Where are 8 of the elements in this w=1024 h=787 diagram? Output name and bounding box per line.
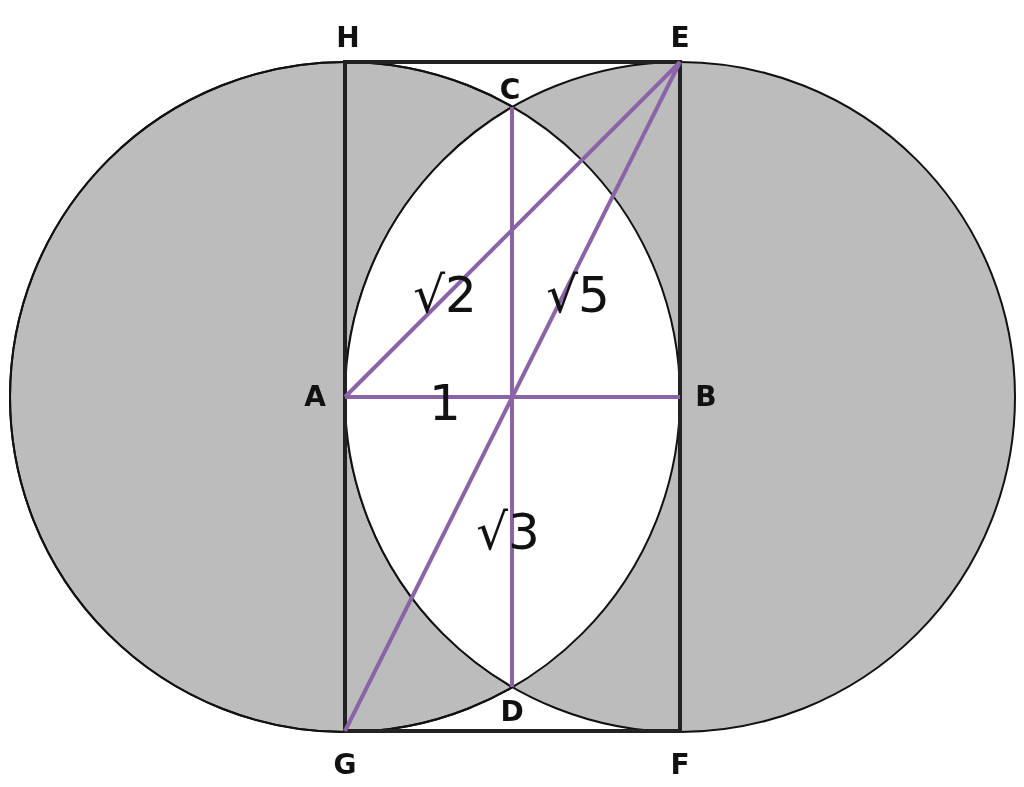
- point-label: A: [304, 383, 326, 411]
- point-label: H: [336, 24, 360, 52]
- point-label: F: [670, 751, 690, 779]
- point-label: E: [670, 24, 690, 52]
- point-label: D: [500, 698, 524, 726]
- point-label: G: [333, 751, 357, 779]
- point-label: B: [695, 383, 717, 411]
- point-label: C: [499, 76, 521, 104]
